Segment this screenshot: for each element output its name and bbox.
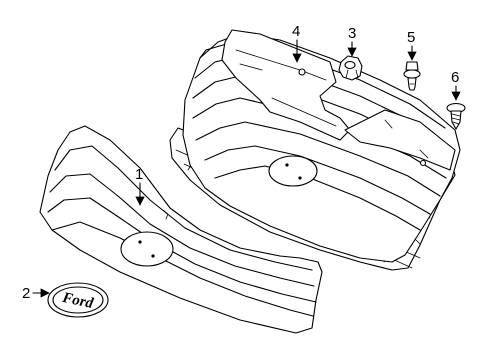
screw-part — [446, 102, 466, 130]
push-pin-part — [403, 61, 421, 91]
arrow-4 — [292, 53, 302, 63]
callout-6: 6 — [451, 69, 459, 86]
ford-emblem: Ford — [47, 282, 109, 318]
callout-3: 3 — [348, 25, 356, 42]
callout-2: 2 — [22, 285, 30, 302]
emblem-text: Ford — [60, 290, 95, 312]
front-grille — [39, 125, 323, 334]
arrow-3 — [347, 47, 357, 57]
callouts: 1 2 3 4 5 6 — [22, 23, 461, 302]
nut-part — [338, 55, 363, 81]
arrow-6 — [451, 91, 461, 101]
callout-4: 4 — [292, 23, 300, 40]
arrow-2 — [40, 288, 50, 298]
rear-grille-reinforcement — [169, 29, 461, 271]
arrow-1 — [135, 196, 145, 206]
arrow-5 — [407, 51, 417, 61]
callout-1: 1 — [135, 166, 143, 183]
callout-5: 5 — [407, 29, 415, 46]
